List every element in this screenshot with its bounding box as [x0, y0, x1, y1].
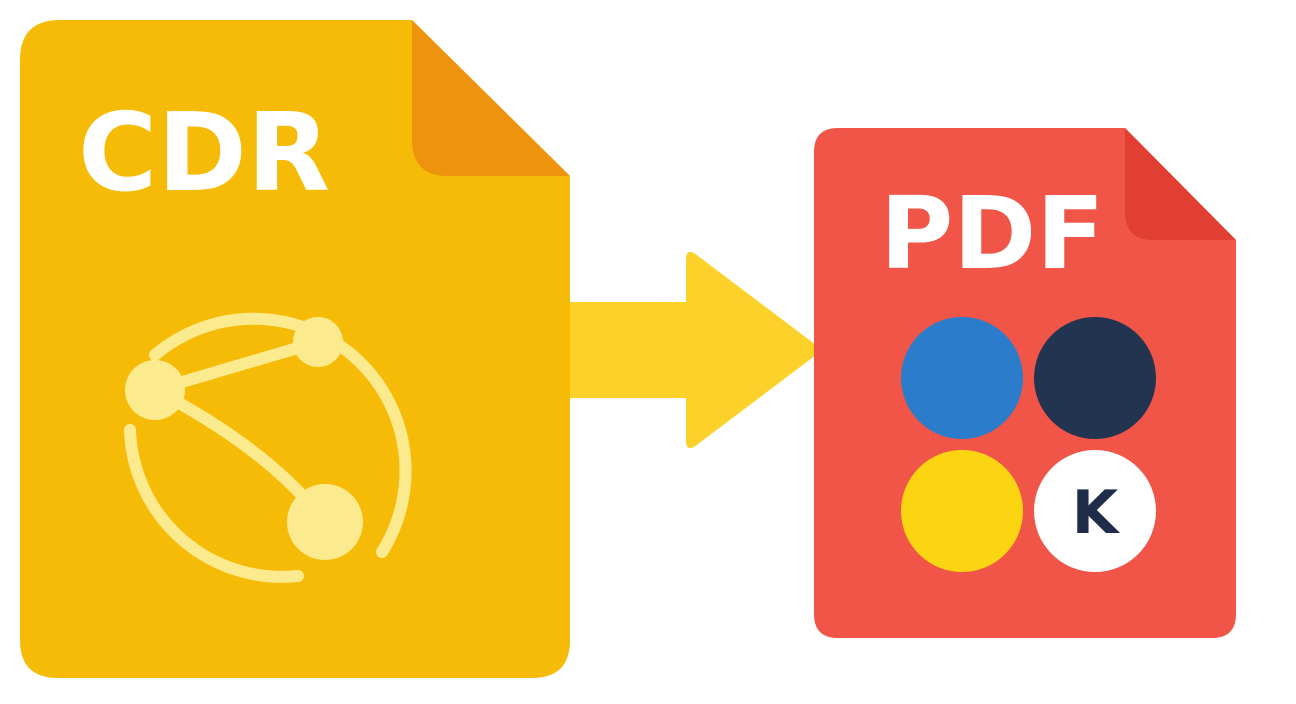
- cdr-file-icon: CDR: [20, 20, 570, 678]
- swatch-cyan: [901, 317, 1023, 439]
- vector-nodes-icon: [124, 312, 412, 583]
- node-top: [293, 317, 343, 367]
- swatch-key: [1034, 450, 1156, 572]
- swatch-navy: [1034, 317, 1156, 439]
- pdf-file-icon: PDF K: [814, 128, 1236, 638]
- swatch-key-label: K: [1072, 478, 1121, 548]
- circle-arc: [149, 312, 412, 558]
- pdf-file-label: PDF: [880, 175, 1105, 292]
- arrow-right-icon: [570, 251, 817, 449]
- arrow-shape: [570, 251, 817, 449]
- color-swatches: K: [901, 317, 1156, 572]
- circle-arc-lower: [124, 424, 304, 583]
- cdr-file-label: CDR: [78, 91, 330, 216]
- node-left: [125, 360, 185, 420]
- node-bottom: [287, 484, 363, 560]
- cdr-file-fold: [412, 20, 570, 176]
- pdf-file-fold: [1125, 128, 1236, 240]
- swatch-yellow: [901, 450, 1023, 572]
